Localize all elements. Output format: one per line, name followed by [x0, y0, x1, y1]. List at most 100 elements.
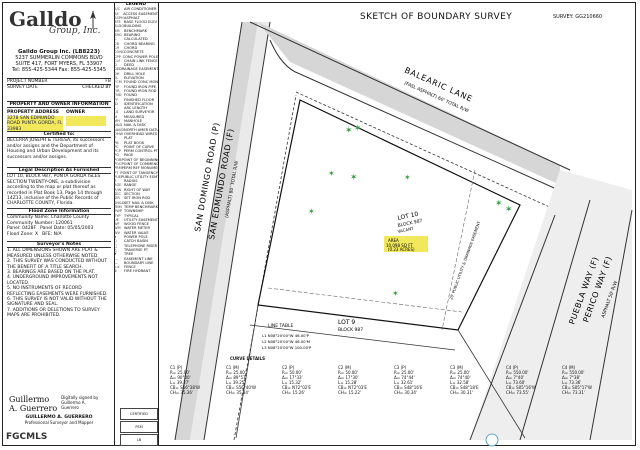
curve-value: L= 32.61'	[394, 380, 414, 385]
curve-value: C1 (M)	[226, 365, 240, 370]
curve-value: CH= 15.26'	[282, 390, 305, 395]
legend-meaning: FOUND CONC MON	[123, 80, 158, 85]
fb-label: FB	[105, 79, 111, 84]
legend-symbol: FIR	[114, 88, 120, 93]
legend-symbol: N&D	[114, 123, 123, 128]
curve-value: CH= 73.31'	[562, 390, 585, 395]
legend-meaning: CHAIN LINK FENCE	[124, 58, 158, 63]
legend-symbol: PG	[114, 153, 119, 158]
legend-symbol: BLDG	[114, 24, 125, 29]
signature-name-1: Guillermo	[9, 395, 50, 404]
legend-meaning: POINT OF CURVE	[124, 144, 155, 149]
curve-column: C3 (P)R= 25.00'Δ= 74°44'L= 32.61'CB= S48…	[394, 365, 450, 395]
legend-meaning: WATER VALVE	[124, 230, 149, 235]
legend-symbol: AE	[114, 11, 119, 16]
easement-label: 20' PUBLIC UTILITY & DRAINAGE EASEMENT	[448, 220, 481, 300]
legend-meaning: POWER POLE	[124, 235, 148, 240]
curve-value: R= 25.00'	[226, 370, 246, 375]
legend-symbol: ✦	[114, 252, 118, 257]
legend-meaning: DRAINAGE EASEMENT	[119, 67, 159, 72]
legend-meaning: SECTION	[124, 192, 140, 197]
tree-icon: ✶	[354, 124, 362, 134]
legend-meaning: BENCHMARK	[124, 28, 148, 33]
curve-column: C1 (P)R= 25.00'Δ= 90°00'L= 39.27'CB= S56…	[170, 365, 226, 395]
legend-meaning: FIRE HYDRANT	[124, 269, 151, 274]
legend-row: ✦TREE	[114, 252, 158, 256]
road-left-edge-1	[174, 21, 243, 441]
flood-zone: Flood Zone: X	[7, 231, 39, 237]
legal-title: Legal Description As Furnished	[7, 167, 111, 175]
curve-column: C3 (M)R= 25.00'Δ= 74°40'L= 32.58'CB= S48…	[450, 365, 506, 395]
line-table-title: LINE TABLE	[268, 323, 294, 329]
note-line: 4. UNDERGROUND IMPROVEMENTS NOT LOCATED.	[7, 275, 98, 286]
curve-value: R= 50.00'	[338, 370, 358, 375]
curve-value: C2 (P)	[282, 365, 295, 370]
legend-symbol: PUE	[114, 174, 122, 179]
job-meta: PROJECT NUMBER FB SURVEY DATE CHECKED BY	[7, 78, 111, 91]
area-highlight	[384, 236, 428, 252]
legend-row: △TRAVERSE PT	[114, 248, 158, 252]
legend-symbol: CLF	[114, 58, 121, 63]
curve-title: CURVE DETAILS	[230, 356, 265, 361]
legend-symbol: PT	[114, 170, 119, 175]
block-label: BLOCK 987	[397, 218, 423, 229]
flood-bfe: BFE: N/A	[42, 231, 62, 237]
signature-name-2: A. Guerrero	[9, 404, 58, 413]
legend-symbol: FIP	[114, 84, 120, 89]
legend-meaning: NORTH AMER DATUM	[124, 127, 159, 132]
road-right-edge-1	[469, 214, 556, 441]
legend-meaning: OVERHEAD WIRES	[124, 131, 157, 136]
legend-meaning: TRAVERSE PT	[124, 247, 149, 252]
tree-icon: ✶	[308, 207, 315, 216]
curve-value: Δ= 17°33'	[282, 375, 303, 380]
legend-symbol: MH	[114, 119, 120, 124]
curve-value: C4 (M)	[562, 365, 576, 370]
compass-icon	[90, 11, 96, 29]
curve-value: Δ= 17°30'	[338, 375, 359, 380]
legend-meaning: TELEPHONE RISER	[124, 243, 158, 248]
tree-icon: ✶	[392, 289, 399, 298]
legend-meaning: CALCULATED	[124, 37, 148, 42]
road-right-area	[470, 170, 632, 440]
legend-symbol: TWP	[114, 209, 122, 214]
legend-meaning: CHORD	[124, 45, 138, 50]
lot9-block: BLOCK 987	[338, 327, 363, 333]
curve-value: CB= S56°38'W	[170, 385, 200, 390]
curve-value: L= 39.27'	[170, 380, 190, 385]
legend-symbol: ○	[114, 239, 118, 244]
legend-symbol: EL	[114, 76, 119, 81]
legend-meaning: PAGE	[124, 153, 134, 158]
legend-meaning: BOUNDARY LINE	[124, 260, 154, 265]
curve-value: Δ= 7°38'	[562, 375, 581, 380]
curve-value: R= 25.00'	[394, 370, 414, 375]
legend-symbol: SEC	[114, 192, 122, 197]
note-line: 6. THIS SURVEY IS NOT VALID WITHOUT THE …	[7, 297, 107, 308]
legend-symbol: DH	[114, 71, 120, 76]
road-right-edge-2	[519, 199, 591, 441]
logo-text: Galldo	[9, 7, 82, 31]
curve-value: R= 550.00'	[506, 370, 529, 375]
legend-meaning: PLAT BOOK	[124, 140, 145, 145]
curve-value: C3 (P)	[394, 365, 407, 370]
curve-value: C2 (M)	[338, 365, 352, 370]
lot9-line-left	[235, 304, 259, 439]
owner-highlight	[66, 115, 106, 126]
legend-meaning: TEMP BENCHMARK	[124, 204, 158, 209]
certification-text: BECERRA JOSEPH & TERESA, its successors …	[7, 138, 105, 160]
legend-meaning: TYPICAL	[124, 213, 139, 218]
legend-row: ⊗FIRE HYDRANT	[114, 269, 158, 273]
lot9-label: LOT 9	[338, 319, 355, 326]
legend-meaning: CONCRETE	[124, 50, 144, 55]
